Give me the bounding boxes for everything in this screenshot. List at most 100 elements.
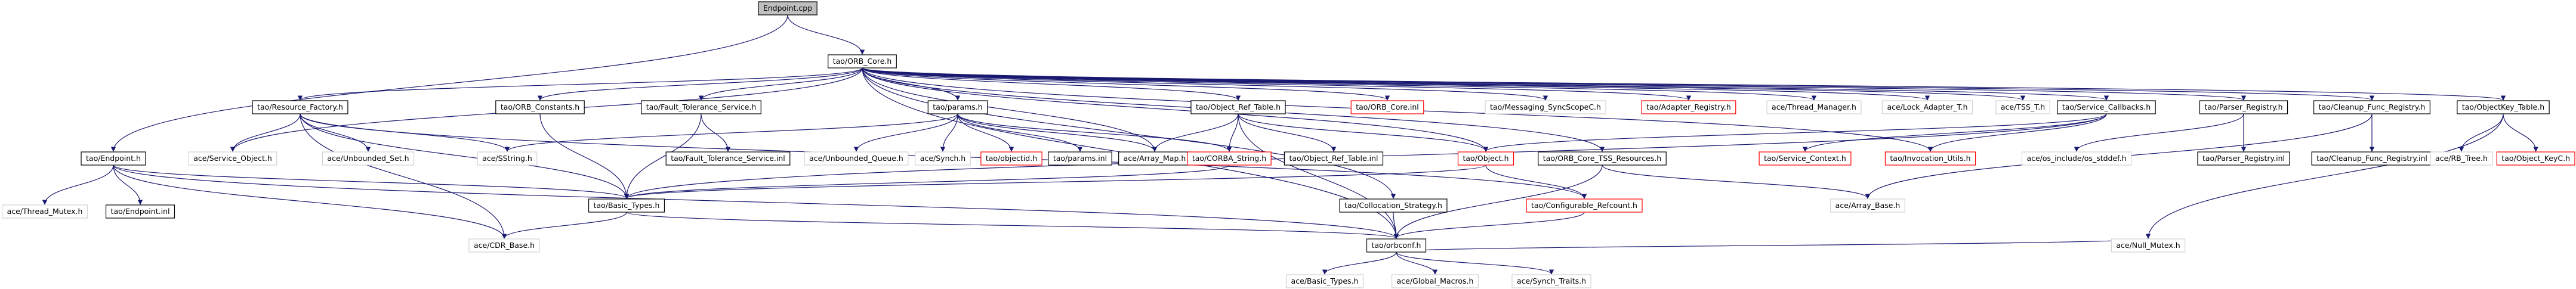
- node-objectid-h[interactable]: tao/objectid.h: [980, 151, 1042, 166]
- edge-endpoint-cpp-to-tao-endpoint-h: [110, 14, 788, 152]
- node-configurable-refcount-h[interactable]: tao/Configurable_Refcount.h: [1526, 198, 1643, 213]
- node-label: ace/CDR_Base.h: [474, 241, 535, 250]
- node-label: ace/SString.h: [482, 154, 532, 163]
- node-fault-tolerance-i[interactable]: tao/Fault_Tolerance_Service.inl: [665, 151, 791, 166]
- edge-tao-endpoint-h-to-endpoint-i: [113, 164, 143, 205]
- node-box: [2057, 100, 2156, 114]
- node-box: [2197, 151, 2290, 166]
- node-label: tao/params.h: [933, 102, 982, 111]
- edge-orb-core-h-to-adapter-registry-h: [862, 67, 1691, 101]
- node-box: [1190, 100, 1286, 114]
- node-label: ace/Global_Macros.h: [1397, 276, 1474, 285]
- edge-orb-core-h-to-messaging-h: [862, 67, 1548, 101]
- node-label: ace/Unbounded_Set.h: [327, 154, 409, 163]
- node-label: ace/os_include/os_stddef.h: [2026, 154, 2126, 163]
- edge-orb-core-h-to-object-h: [862, 67, 1489, 152]
- node-label: ace/Synch.h: [920, 154, 965, 163]
- node-null-mutex-h: ace/Null_Mutex.h: [2111, 238, 2186, 253]
- node-label: tao/Endpoint.inl: [111, 207, 170, 216]
- node-box: [1048, 151, 1112, 166]
- node-endpoint-i[interactable]: tao/Endpoint.inl: [105, 204, 175, 219]
- edge-params-h-to-array-map-h: [957, 113, 1158, 152]
- edge-orb-core-tss-h-to-orbconf-h: [1393, 164, 1603, 239]
- node-corba-string-h[interactable]: tao/CORBA_String.h: [1187, 151, 1272, 166]
- edge-orb-core-h-to-fault-tolerance-h: [698, 67, 863, 101]
- edge-orb-core-tss-h-to-array-base-h: [1602, 164, 1871, 199]
- node-box: [1350, 100, 1424, 114]
- node-parser-registry-i[interactable]: tao/Parser_Registry.inl: [2197, 151, 2290, 166]
- node-label: ace/TSS_T.h: [2001, 102, 2045, 111]
- node-box: [588, 198, 665, 213]
- node-box: [81, 151, 146, 166]
- node-cleanup-registry-i[interactable]: tao/Cleanup_Func_Registry.inl: [2311, 151, 2433, 166]
- edge-orb-core-h-to-service-callbacks-h: [862, 67, 2109, 101]
- node-tao-endpoint-h[interactable]: tao/Endpoint.h: [81, 151, 146, 166]
- node-label: ace/Synch_Traits.h: [1517, 276, 1586, 285]
- node-params-h[interactable]: tao/params.h: [927, 100, 988, 114]
- node-box: [2430, 151, 2493, 166]
- node-object-keyc-h[interactable]: tao/Object_KeyC.h: [2496, 151, 2575, 166]
- node-box: [980, 151, 1042, 166]
- node-label: ace/Null_Mutex.h: [2116, 241, 2180, 250]
- node-parser-registry-h[interactable]: tao/Parser_Registry.h: [2199, 100, 2288, 114]
- node-synch-h: ace/Synch.h: [915, 151, 971, 166]
- node-basic-types-tao-h[interactable]: tao/Basic_Types.h: [588, 198, 665, 213]
- node-label: tao/Object_KeyC.h: [2501, 154, 2570, 163]
- node-invocation-utils-h[interactable]: tao/Invocation_Utils.h: [1884, 151, 1976, 166]
- node-box: [1830, 198, 1905, 213]
- node-object-h[interactable]: tao/Object.h: [1457, 151, 1514, 166]
- node-params-i[interactable]: tao/params.inl: [1048, 151, 1112, 166]
- node-objectkey-table-h[interactable]: tao/ObjectKey_Table.h: [2457, 100, 2550, 114]
- node-label: tao/Resource_Factory.h: [257, 102, 343, 111]
- node-rb-tree-h: ace/RB_Tree.h: [2430, 151, 2493, 166]
- edge-resource-factory-h-to-cdr-base-h: [300, 113, 507, 239]
- edge-orb-core-h-to-thread-manager-h: [862, 67, 1816, 101]
- node-service-callbacks-h[interactable]: tao/Service_Callbacks.h: [2057, 100, 2156, 114]
- node-lock-adapter-h: ace/Lock_Adapter_T.h: [1881, 100, 1973, 114]
- node-service-context-h[interactable]: tao/Service_Context.h: [1759, 151, 1852, 166]
- node-label: tao/Service_Callbacks.h: [2062, 102, 2151, 111]
- node-array-map-h[interactable]: ace/Array_Map.h: [1118, 151, 1191, 166]
- node-box: [665, 151, 791, 166]
- node-endpoint-cpp[interactable]: Endpoint.cpp: [758, 1, 817, 15]
- edge-orbconf-h-to-basic-types-ace-h: [1322, 251, 1397, 275]
- node-label: tao/Invocation_Utils.h: [1890, 154, 1970, 163]
- node-orb-core-h[interactable]: tao/ORB_Core.h: [828, 54, 897, 69]
- node-adapter-registry-h[interactable]: tao/Adapter_Registry.h: [1641, 100, 1736, 114]
- node-orb-core-i[interactable]: tao/ORB_Core.inl: [1350, 100, 1424, 114]
- node-box: [1538, 151, 1667, 166]
- node-box: [1366, 238, 1427, 253]
- node-label: ace/Service_Object.h: [193, 154, 272, 163]
- node-collocation-strategy-h[interactable]: tao/Collocation_Strategy.h: [1339, 198, 1448, 213]
- node-label: ace/Lock_Adapter_T.h: [1887, 102, 1967, 111]
- node-box: [1766, 100, 1862, 114]
- edge-orbconf-h-to-synch-traits-h: [1396, 251, 1554, 275]
- node-box: [1457, 151, 1514, 166]
- edge-endpoint-cpp-to-orb-core-h: [787, 14, 865, 55]
- node-orb-core-tss-h[interactable]: tao/ORB_Core_TSS_Resources.h: [1538, 151, 1667, 166]
- node-box: [477, 151, 538, 166]
- node-box: [1995, 100, 2050, 114]
- node-resource-factory-h[interactable]: tao/Resource_Factory.h: [252, 100, 348, 114]
- edge-object-ref-table-h-to-array-map-h: [1152, 113, 1239, 152]
- node-object-ref-table-i[interactable]: tao/Object_Ref_Table.inl: [1284, 151, 1384, 166]
- node-orb-constants-h[interactable]: tao/ORB_Constants.h: [495, 100, 585, 114]
- node-box: [1392, 274, 1479, 288]
- node-orbconf-h[interactable]: tao/orbconf.h: [1366, 238, 1427, 253]
- node-label: tao/Cleanup_Func_Registry.h: [2319, 102, 2426, 111]
- node-box: [915, 151, 971, 166]
- edge-objectkey-table-h-to-object-keyc-h: [2503, 113, 2538, 152]
- node-cleanup-registry-h[interactable]: tao/Cleanup_Func_Registry.h: [2313, 100, 2430, 114]
- node-label: tao/Messaging_SyncScopeC.h: [1490, 102, 1601, 111]
- edge-service-callbacks-h-to-invocation-utils-h: [1927, 113, 2107, 152]
- node-label: tao/ORB_Core.inl: [1356, 102, 1419, 111]
- node-fault-tolerance-h[interactable]: tao/Fault_Tolerance_Service.h: [641, 100, 761, 114]
- edge-corba-string-h-to-basic-types-tao-h: [624, 164, 1230, 199]
- node-object-ref-table-h[interactable]: tao/Object_Ref_Table.h: [1190, 100, 1286, 114]
- node-label: ace/Array_Base.h: [1835, 201, 1901, 210]
- node-messaging-h: tao/Messaging_SyncScopeC.h: [1485, 100, 1606, 114]
- edge-orb-core-h-to-object-ref-table-h: [862, 67, 1241, 101]
- node-label: tao/Object_Ref_Table.inl: [1289, 154, 1378, 163]
- edge-fault-tolerance-h-to-fault-tolerance-i: [701, 113, 731, 152]
